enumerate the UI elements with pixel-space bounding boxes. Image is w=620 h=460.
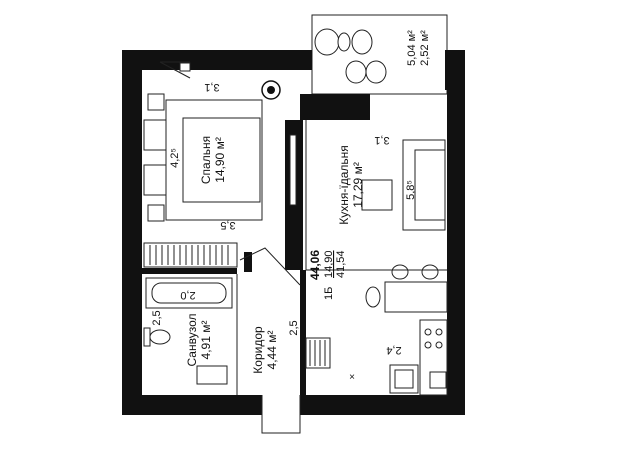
bathroom-area: 4,91 м² <box>199 321 213 360</box>
kitchen-door-hatch <box>305 337 331 369</box>
balcony-area-reduced: 2,52 м² <box>419 30 431 66</box>
apartment-type: 1Б <box>323 287 335 300</box>
marker-x-icon: × <box>349 372 355 383</box>
total-with-balcony: 44,06 <box>308 250 322 280</box>
dim-bedroom-side: 4,2⁵ <box>169 148 181 168</box>
toilet <box>143 327 171 347</box>
corridor-name: Коридор <box>251 326 265 374</box>
balcony <box>311 14 448 95</box>
kitchen-name: Кухня-їдальня <box>337 145 351 225</box>
kitchen-counter <box>389 319 448 396</box>
bedroom-window-door <box>159 61 191 79</box>
dim-bedroom-bottom: 3,5 <box>220 219 235 231</box>
dim-bath-side: 2,5 <box>151 310 163 325</box>
washbasin <box>196 365 228 385</box>
balcony-table-set <box>314 28 387 84</box>
bedroom-bed <box>143 93 263 222</box>
bedroom-name: Спальня <box>199 136 213 184</box>
dim-kitchen-top: 3,1 <box>374 134 389 146</box>
dim-corridor-side: 2,5 <box>288 320 300 335</box>
kitchen-label: Кухня-їдальня 17,29 м² <box>337 145 365 225</box>
kitchen-area: 17,29 м² <box>351 162 365 208</box>
total-area: 41,54 <box>335 250 347 278</box>
entrance-door <box>239 247 301 434</box>
bathroom-label: Санвузол 4,91 м² <box>185 314 213 367</box>
kitchen-dining-table <box>365 264 448 313</box>
dim-kitchen-side: 5,8⁵ <box>405 180 417 200</box>
dim-bath-top: 2,0 <box>180 289 195 301</box>
kitchen-sofa <box>361 139 446 231</box>
balcony-label: 5,04 м² 2,52 м² <box>406 30 431 66</box>
dim-kitchen-bottom: 2,4 <box>386 344 401 356</box>
corridor-area: 4,44 м² <box>265 331 279 370</box>
walls <box>122 50 465 415</box>
bedroom-wardrobe <box>143 242 238 268</box>
corridor-label: Коридор 4,44 м² <box>251 326 279 374</box>
area-summary: 1Б 14,90 41,54 44,06 <box>308 250 347 300</box>
bathroom-name: Санвузол <box>185 314 199 367</box>
balcony-area-full: 5,04 м² <box>406 30 418 66</box>
bedroom-area: 14,90 м² <box>213 137 227 183</box>
bedroom-label: Спальня 14,90 м² <box>199 136 227 184</box>
tv-panel <box>289 134 297 206</box>
bathtub <box>145 277 233 309</box>
plant-icon <box>261 80 281 100</box>
dim-bedroom-top: 3,1 <box>204 81 219 93</box>
living-area: 14,90 <box>323 250 335 278</box>
